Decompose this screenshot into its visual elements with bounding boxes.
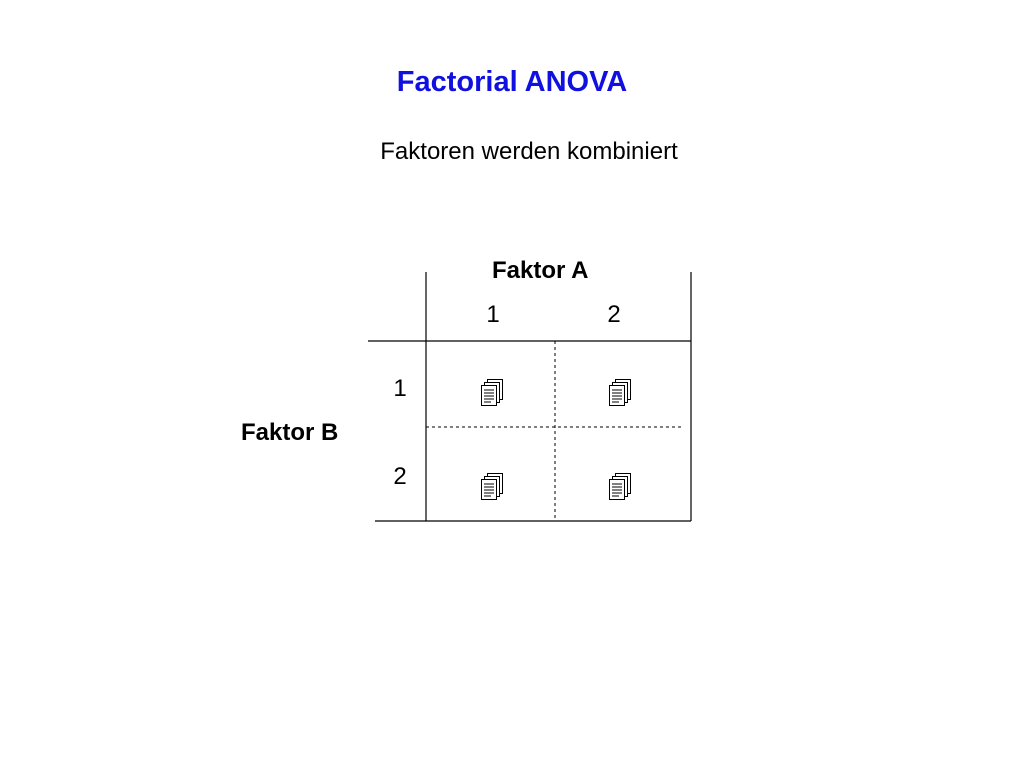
factor-b-level-1: 1	[393, 375, 407, 402]
document-stack-icon	[479, 472, 505, 502]
factor-a-level-2: 2	[607, 301, 621, 328]
document-stack-icon	[479, 378, 505, 408]
factor-a-level-1: 1	[486, 301, 500, 328]
document-stack-icon	[607, 378, 633, 408]
document-stack-icon	[607, 472, 633, 502]
factor-b-label: Faktor B	[241, 419, 339, 446]
factor-b-level-2: 2	[393, 463, 407, 490]
slide-subtitle: Faktoren werden kombiniert	[380, 138, 678, 165]
factor-a-label: Faktor A	[492, 257, 589, 284]
slide-title: Factorial ANOVA	[396, 66, 628, 98]
